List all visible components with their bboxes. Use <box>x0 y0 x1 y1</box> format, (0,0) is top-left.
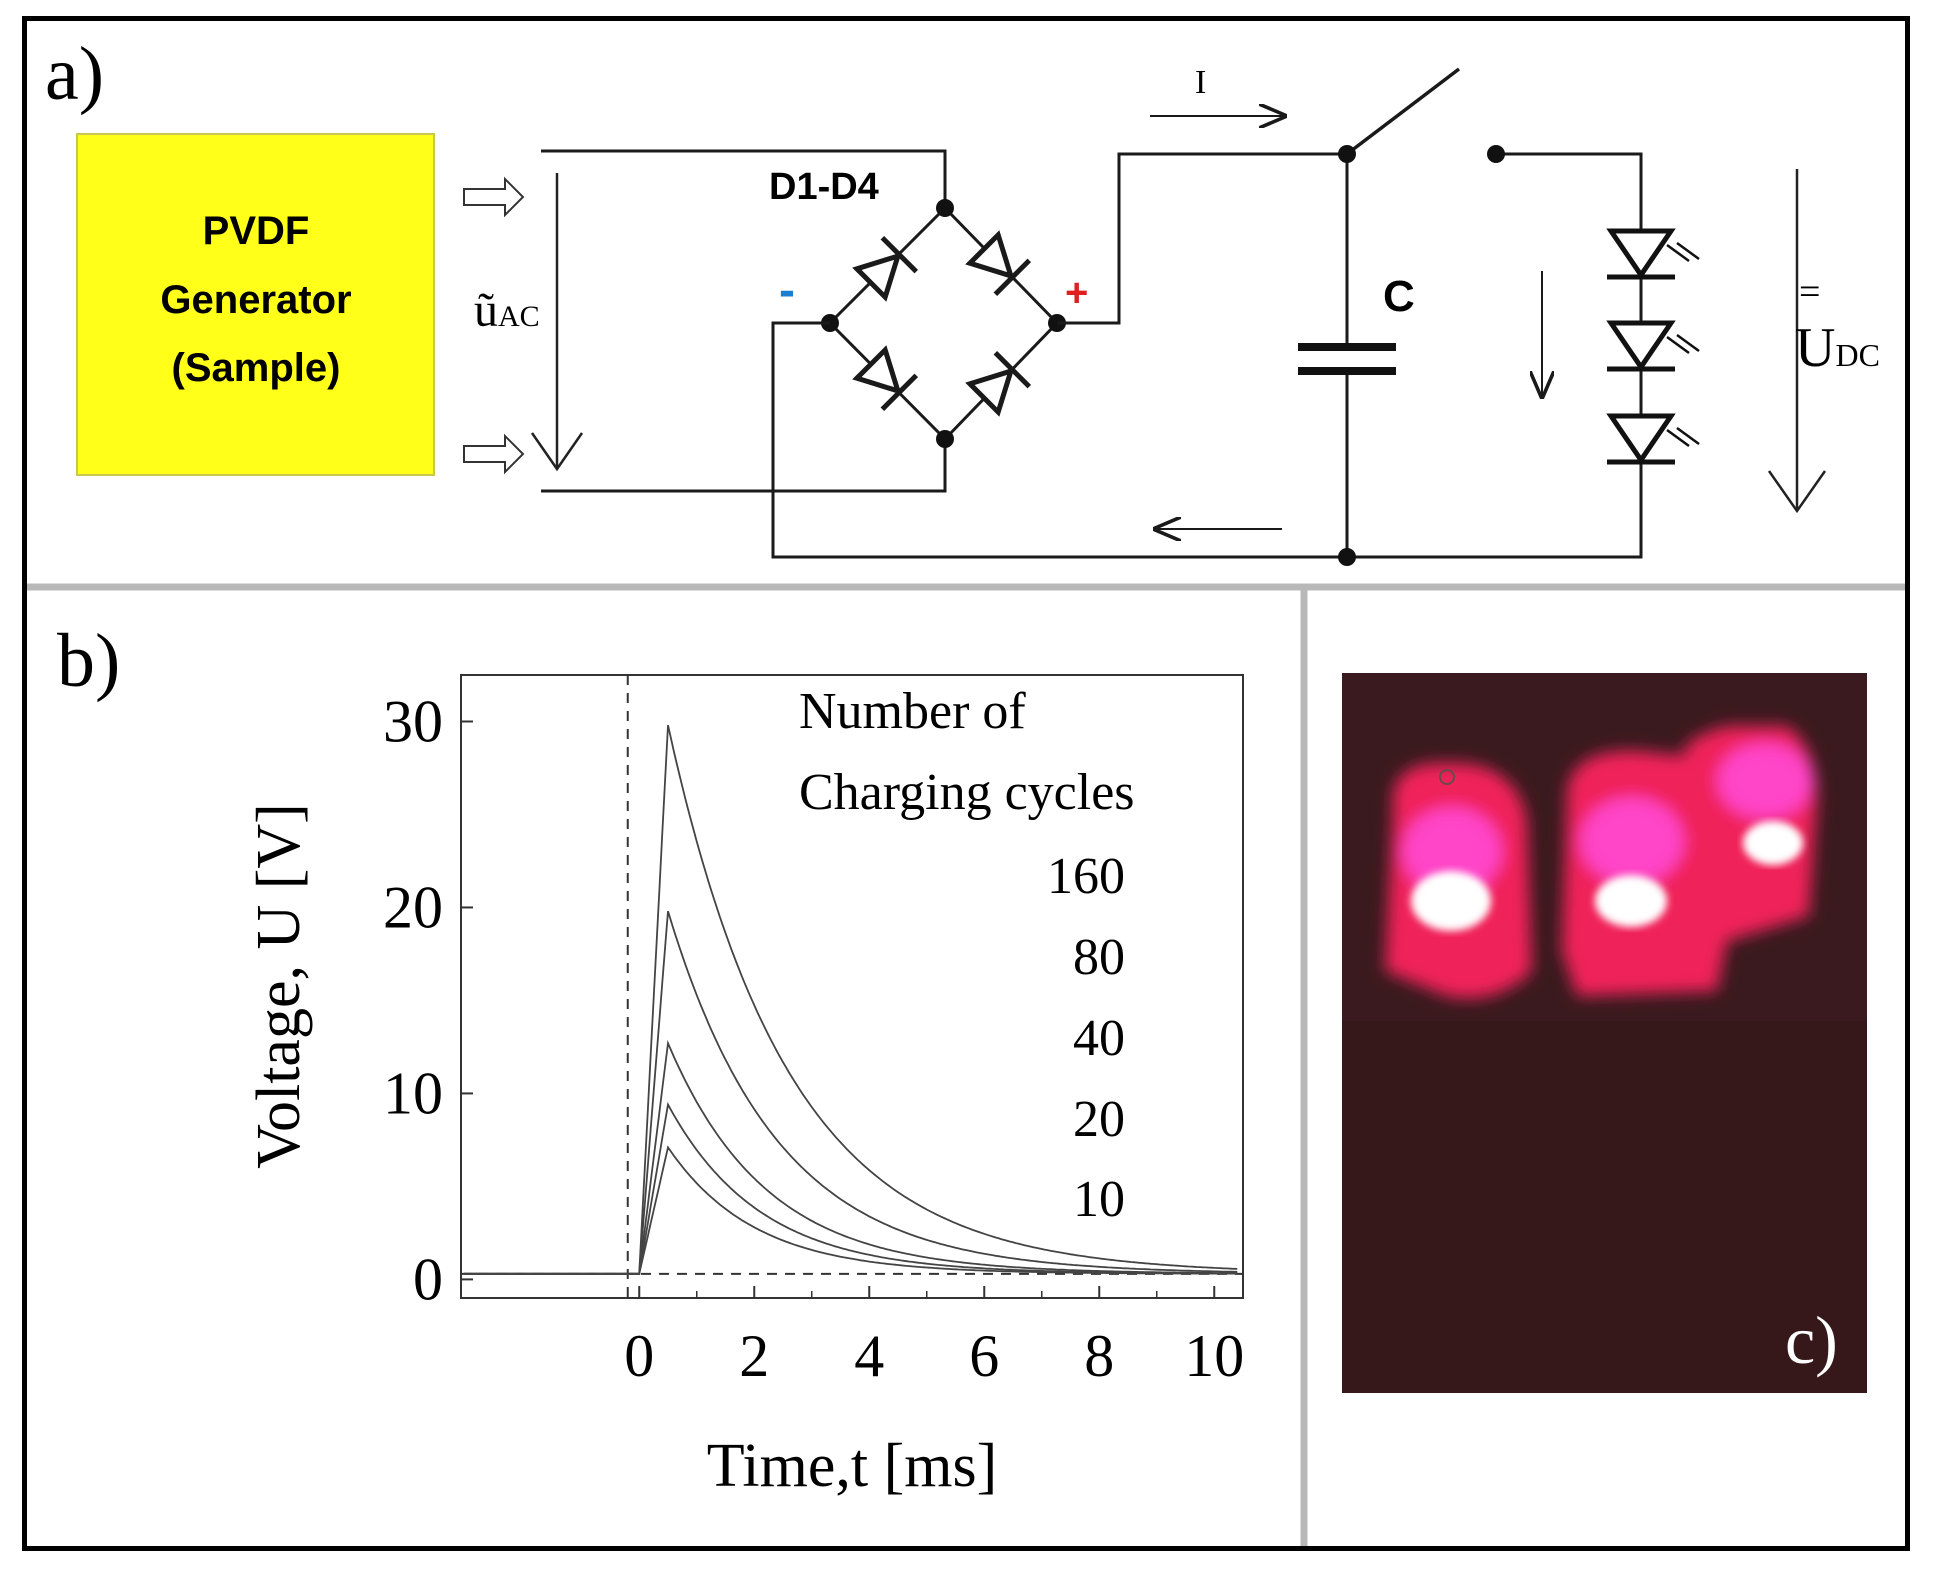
current-label: I <box>1195 64 1206 101</box>
switch-contact <box>1487 145 1505 163</box>
diode-d4 <box>965 350 1032 417</box>
diode-d1 <box>852 235 919 302</box>
plus-terminal-label: + <box>1065 271 1088 315</box>
switch-lever <box>1345 67 1461 156</box>
figure-frame: a) PVDF Generator (Sample) ũAC <box>22 16 1910 1551</box>
panel-a-label: a) <box>45 32 104 116</box>
wire-dc-return <box>771 152 1643 559</box>
uac-arrowhead <box>530 432 584 472</box>
x-tick-label: 8 <box>1084 1323 1114 1389</box>
x-tick-label: 4 <box>854 1323 884 1389</box>
generator-output-arrow-bottom <box>463 433 525 475</box>
bridge-rectifier <box>821 199 1066 448</box>
diode-d3 <box>852 345 919 412</box>
wire-ac-bottom <box>541 439 947 493</box>
diode-d2 <box>965 230 1032 297</box>
legend-title-line-2: Charging cycles <box>799 764 1135 821</box>
wire-dc-positive <box>1057 152 1347 325</box>
wire-ac-top <box>541 149 947 208</box>
generator-label-line-1: PVDF <box>203 209 310 253</box>
minus-terminal-label: - <box>779 264 795 317</box>
x-tick-label: 6 <box>969 1323 999 1389</box>
pvdf-generator-box <box>76 133 435 476</box>
chart-layer: 0 2 4 6 8 10 0 10 20 30 160 80 40 20 10 <box>383 675 1244 1389</box>
series-label-20: 20 <box>1073 1091 1125 1148</box>
series-label-80: 80 <box>1073 929 1125 986</box>
series-label-40: 40 <box>1073 1010 1125 1067</box>
capacitor-label: C <box>1383 272 1415 321</box>
y-tick-label: 10 <box>383 1060 443 1126</box>
led-hotspot-3 <box>1743 821 1803 865</box>
panel-b-chart: b) 0 2 4 6 8 10 0 10 20 30 160 80 40 20 10 Voltage, U … <box>57 619 1244 1500</box>
series-line-40 <box>463 1039 1238 1275</box>
x-tick-label: 2 <box>739 1323 769 1389</box>
plot-area <box>460 674 1244 1299</box>
figure-canvas: a) PVDF Generator (Sample) ũAC <box>27 32 1905 1546</box>
x-tick-label: 0 <box>624 1323 654 1389</box>
led-2 <box>1606 320 1700 372</box>
led-hotspot-2 <box>1595 875 1667 927</box>
udc-eq-sign: = <box>1799 271 1820 313</box>
switch-pivot <box>1338 145 1356 163</box>
panel-a-circuit: a) PVDF Generator (Sample) ũAC <box>45 32 1880 566</box>
series-label-10: 10 <box>1073 1171 1125 1228</box>
led-hotspot-1 <box>1411 871 1491 931</box>
x-axis-label: Time,t [ms] <box>707 1432 998 1500</box>
y-tick-label: 20 <box>383 874 443 940</box>
uac-label: ũAC <box>474 284 540 337</box>
generator-output-arrow-top <box>463 176 525 218</box>
y-axis-label: Voltage, U [V] <box>245 803 313 1169</box>
led-1 <box>1606 228 1700 280</box>
led-string <box>1606 228 1700 465</box>
series-label-160: 160 <box>1047 848 1125 905</box>
series-line-10 <box>463 1145 1238 1275</box>
panel-c-photo: c) <box>1342 673 1867 1393</box>
led-3 <box>1606 413 1700 465</box>
legend-title-line-1: Number of <box>799 683 1026 740</box>
bridge-label: D1-D4 <box>769 166 879 208</box>
y-tick-label: 30 <box>383 688 443 754</box>
udc-label: UDC <box>1795 317 1880 379</box>
bridge-diamond <box>827 205 1060 442</box>
udc-arrowhead <box>1767 470 1827 514</box>
y-tick-label: 0 <box>413 1246 443 1312</box>
generator-label-line-2: Generator <box>160 278 351 322</box>
panel-b-label: b) <box>57 619 120 703</box>
panel-c-label: c) <box>1785 1302 1838 1378</box>
x-tick-label: 10 <box>1184 1323 1244 1389</box>
generator-label-line-3: (Sample) <box>172 346 341 390</box>
capacitor-bottom-node <box>1338 548 1356 566</box>
